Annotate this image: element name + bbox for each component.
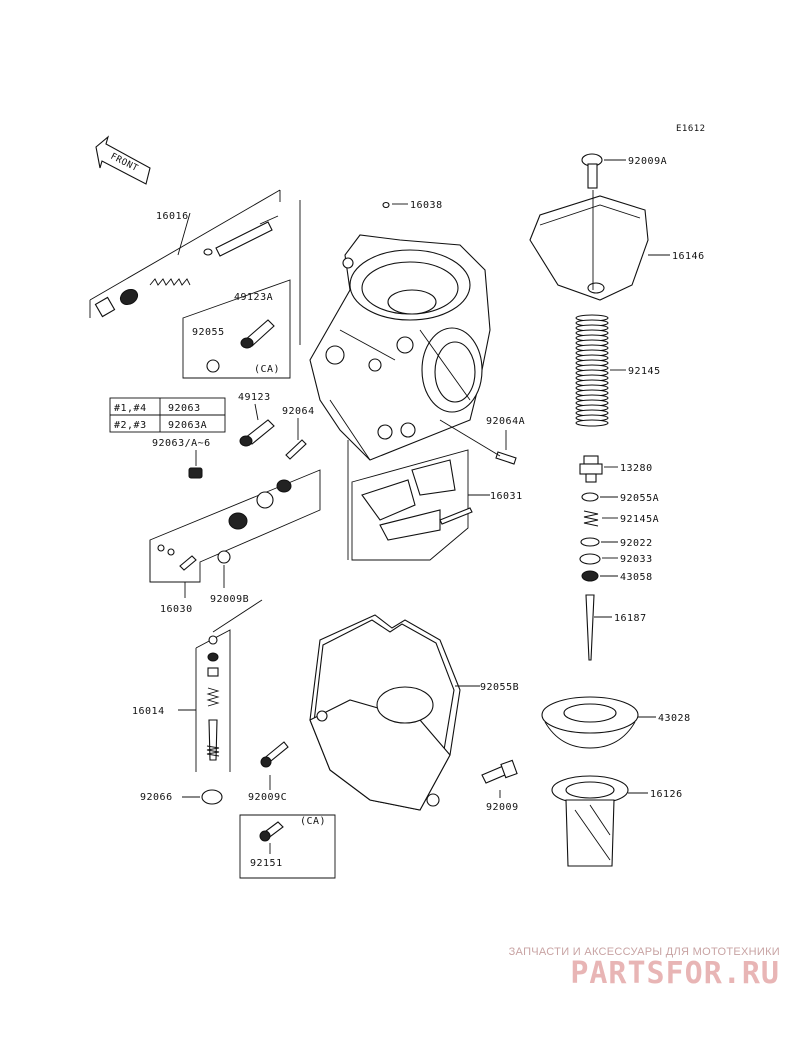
label-92022: 92022 [620, 538, 653, 549]
label-92064: 92064 [282, 406, 315, 417]
part-13280 [579, 455, 618, 483]
label-49123a: 49123A [234, 292, 273, 303]
table-row2-part: 92063A [168, 420, 207, 431]
part-92066 [182, 789, 223, 805]
watermark-tagline: ЗАПЧАСТИ И АКСЕССУАРЫ ДЛЯ МОТОТЕХНИКИ [508, 946, 780, 958]
label-92033: 92033 [620, 554, 653, 565]
carburetor-body [309, 201, 491, 461]
label-16030: 16030 [160, 604, 193, 615]
part-16146-cap [529, 190, 670, 301]
front-arrow-icon: FRONT [95, 135, 151, 185]
label-92009b: 92009B [210, 594, 249, 605]
label-92145a: 92145A [620, 514, 659, 525]
label-92063-a6: 92063/A~6 [152, 438, 211, 449]
kit-16030 [149, 469, 321, 598]
part-16187-needle [585, 594, 612, 661]
diagram-code: E1612 [676, 124, 706, 134]
part-92055a [581, 492, 618, 502]
label-92009: 92009 [486, 802, 519, 813]
box-ca-92151 [239, 814, 336, 879]
label-13280: 13280 [620, 463, 653, 474]
table-row1-part: 92063 [168, 403, 201, 414]
label-ca-1: (CA) [254, 364, 280, 375]
spring-coil [575, 419, 609, 427]
label-43058: 43058 [620, 572, 653, 583]
label-ca-2: (CA) [300, 816, 326, 827]
part-43058 [581, 570, 618, 582]
label-92009c: 92009C [248, 792, 287, 803]
part-92009c [260, 741, 289, 790]
label-16038: 16038 [410, 200, 443, 211]
label-49123: 49123 [238, 392, 271, 403]
box-ca-49123a [182, 279, 291, 379]
label-16031: 16031 [490, 491, 523, 502]
label-92055a: 92055A [620, 493, 659, 504]
part-92064a [439, 419, 517, 465]
part-92009 [481, 759, 518, 798]
label-92055b: 92055B [480, 682, 519, 693]
watermark: ЗАПЧАСТИ И АКСЕССУАРЫ ДЛЯ МОТОТЕХНИКИ PA… [480, 946, 780, 991]
label-16146: 16146 [672, 251, 705, 262]
label-92151: 92151 [250, 858, 283, 869]
part-16014-assembly [178, 599, 263, 772]
label-92064a: 92064A [486, 416, 525, 427]
box-16031 [347, 440, 490, 561]
part-16016-assembly [89, 189, 301, 345]
part-49123 [239, 403, 275, 447]
label-16014: 16014 [132, 706, 165, 717]
cylinder-table [109, 397, 226, 433]
label-16126: 16126 [650, 789, 683, 800]
label-16187: 16187 [614, 613, 647, 624]
part-92145-spring [575, 314, 609, 427]
part-92145a [583, 510, 618, 527]
watermark-logo: PARTSFOR.RU [570, 956, 780, 991]
part-92022 [580, 537, 618, 547]
label-43028: 43028 [658, 713, 691, 724]
part-16126-piston [551, 775, 648, 867]
part-92063 [188, 450, 203, 479]
label-16016: 16016 [156, 211, 189, 222]
table-row2-cylinder: #2,#3 [114, 420, 147, 431]
label-92009a: 92009A [628, 156, 667, 167]
part-92033 [579, 553, 618, 565]
label-92066: 92066 [140, 792, 173, 803]
float-bowl [309, 614, 480, 811]
part-92064 [285, 418, 307, 460]
label-92055: 92055 [192, 327, 225, 338]
label-92145: 92145 [628, 366, 661, 377]
part-43028-diaphragm [541, 696, 656, 749]
part-92009a [581, 153, 626, 189]
table-row1-cylinder: #1,#4 [114, 403, 147, 414]
